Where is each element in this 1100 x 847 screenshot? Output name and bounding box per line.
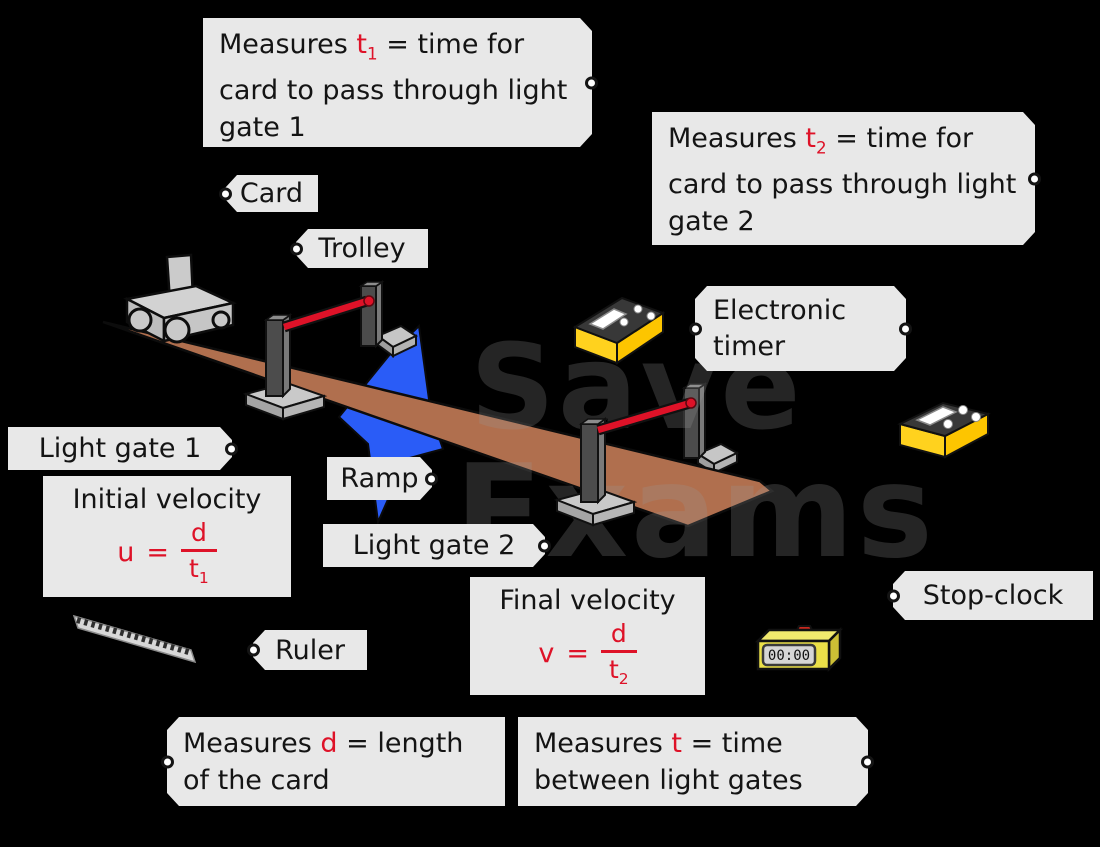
label-ruler: Ruler (247, 630, 367, 670)
connector-dot (161, 755, 174, 768)
light-gate-1-beam (282, 295, 375, 333)
connector-dot (887, 589, 900, 602)
connector-dot (425, 472, 438, 485)
formula-title: Initial velocity (72, 484, 262, 515)
trolley-drawing (123, 284, 237, 344)
connector-dot (1028, 172, 1041, 185)
connector-dot (225, 442, 238, 455)
callout-measures-t2: Measures t2 = time for card to pass thro… (652, 112, 1041, 245)
light-gate-2-beam (596, 397, 697, 436)
label-stop-clock: Stop-clock (887, 571, 1093, 620)
electronic-timer-1-drawing (572, 296, 666, 365)
connector-dot (689, 322, 702, 335)
light-gate-1-near-post (242, 313, 328, 421)
connector-dot (899, 322, 912, 335)
light-gate-2-near-post (553, 417, 638, 527)
connector-dot (585, 76, 598, 89)
callout-measures-d: Measures d = length of the card (161, 717, 505, 806)
label-trolley: Trolley (290, 229, 428, 268)
label-electronic-timer: Electronic timer (689, 286, 912, 371)
ruler-drawing (72, 614, 197, 664)
connector-dot (538, 539, 551, 552)
connector-dot (247, 643, 260, 657)
connector-dot (861, 755, 874, 768)
callout-measures-t1: Measures t1 = time for card to pass thro… (203, 18, 598, 147)
formula-title: Final velocity (499, 585, 676, 616)
stop-clock-display: 00:00 (768, 648, 810, 664)
stop-clock-drawing: 00:00 (754, 625, 844, 673)
electronic-timer-2-drawing (897, 401, 991, 459)
light-gate-1-far-post (358, 280, 419, 358)
label-ramp: Ramp (327, 457, 438, 500)
label-light-gate-1: Light gate 1 (8, 427, 238, 470)
callout-measures-t: Measures t = time between light gates (518, 717, 874, 806)
label-card: Card (219, 175, 318, 212)
connector-dot (219, 187, 232, 200)
label-light-gate-2: Light gate 2 (323, 524, 551, 567)
connector-dot (290, 242, 303, 255)
